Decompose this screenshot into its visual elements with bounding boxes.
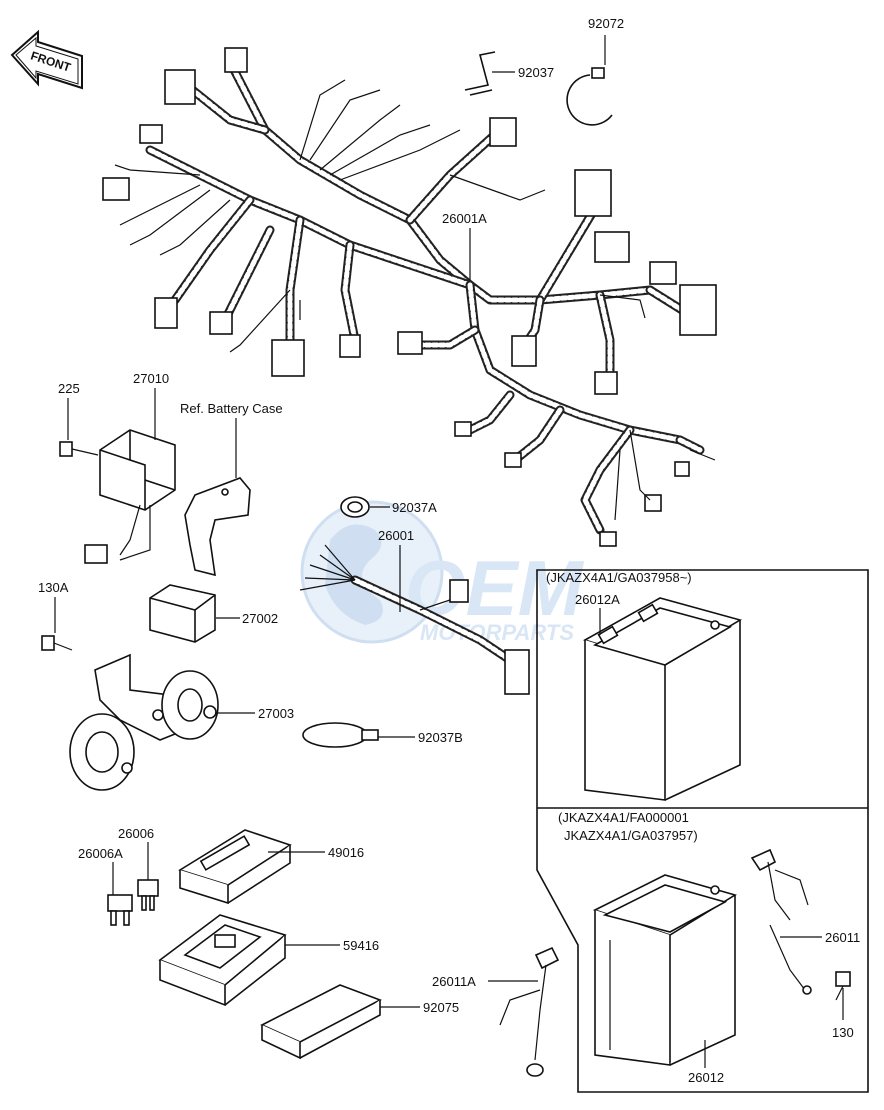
label-225: 225: [58, 381, 80, 396]
bolt-130: [835, 971, 851, 1001]
label-26006A: 26006A: [78, 846, 123, 861]
connector: [224, 47, 248, 73]
connector: [454, 421, 472, 437]
sub-harness-26001: [299, 544, 530, 695]
junction-box-59416: [158, 914, 287, 1007]
label-26012A: 26012A: [575, 592, 620, 607]
clip-92037A: [340, 496, 370, 518]
label-92072: 92072: [588, 16, 624, 31]
battery-case-bracket: [184, 477, 251, 577]
cable-26011A: [499, 946, 560, 1077]
connector: [594, 231, 630, 263]
battery-variant-box: [536, 569, 869, 1093]
label-26001A: 26001A: [442, 211, 487, 226]
connector: [102, 177, 130, 201]
label-26001: 26001: [378, 528, 414, 543]
main-wiring-harness: [102, 47, 717, 547]
connector: [649, 261, 677, 285]
connector: [397, 331, 423, 355]
clamp-ring-92072: [566, 67, 613, 126]
connector: [489, 117, 517, 147]
label-27010: 27010: [133, 371, 169, 386]
connector: [599, 531, 617, 547]
label-92037A: 92037A: [392, 500, 437, 515]
cable-26011: [750, 848, 812, 995]
box-top-code: (JKAZX4A1/GA037958~): [546, 570, 692, 585]
pad-92075: [260, 984, 382, 1060]
relay-27002: [149, 584, 216, 643]
front-arrow-icon: FRONT: [10, 29, 83, 90]
horn-27003: [69, 653, 219, 791]
fuse-26006A: [107, 894, 133, 926]
label-ref-battery-case: Ref. Battery Case: [180, 401, 283, 416]
connector: [594, 371, 618, 395]
cover-49016: [178, 829, 292, 905]
bolt-130A: [41, 635, 73, 651]
connector: [271, 339, 305, 377]
label-26006: 26006: [118, 826, 154, 841]
label-49016: 49016: [328, 845, 364, 860]
bolt-225: [59, 441, 99, 457]
label-130: 130: [832, 1025, 854, 1040]
connector: [209, 311, 233, 335]
box-bottom-code-2: JKAZX4A1/GA037957): [564, 828, 698, 843]
connector: [574, 169, 612, 217]
battery-26012A: [582, 597, 743, 801]
connector: [511, 335, 537, 367]
label-27002: 27002: [242, 611, 278, 626]
label-92037B: 92037B: [418, 730, 463, 745]
clip-92037: [464, 51, 496, 96]
box-bottom-code-1: (JKAZX4A1/FA000001: [558, 810, 689, 825]
label-130A: 130A: [38, 580, 69, 595]
connector: [339, 334, 361, 358]
connector: [679, 284, 717, 336]
label-27003: 27003: [258, 706, 294, 721]
connector: [164, 69, 196, 105]
connector: [674, 461, 690, 477]
strap-92037B: [302, 722, 379, 748]
label-92037: 92037: [518, 65, 554, 80]
battery-26012: [592, 874, 737, 1066]
connector: [154, 297, 178, 329]
label-92075: 92075: [423, 1000, 459, 1015]
label-59416: 59416: [343, 938, 379, 953]
connector: [139, 124, 163, 144]
label-26012: 26012: [688, 1070, 724, 1085]
label-26011: 26011: [825, 930, 860, 945]
connector: [504, 452, 522, 468]
fuse-26006: [137, 879, 159, 911]
label-26011A: 26011A: [432, 974, 476, 989]
relay-27010: [84, 429, 176, 564]
